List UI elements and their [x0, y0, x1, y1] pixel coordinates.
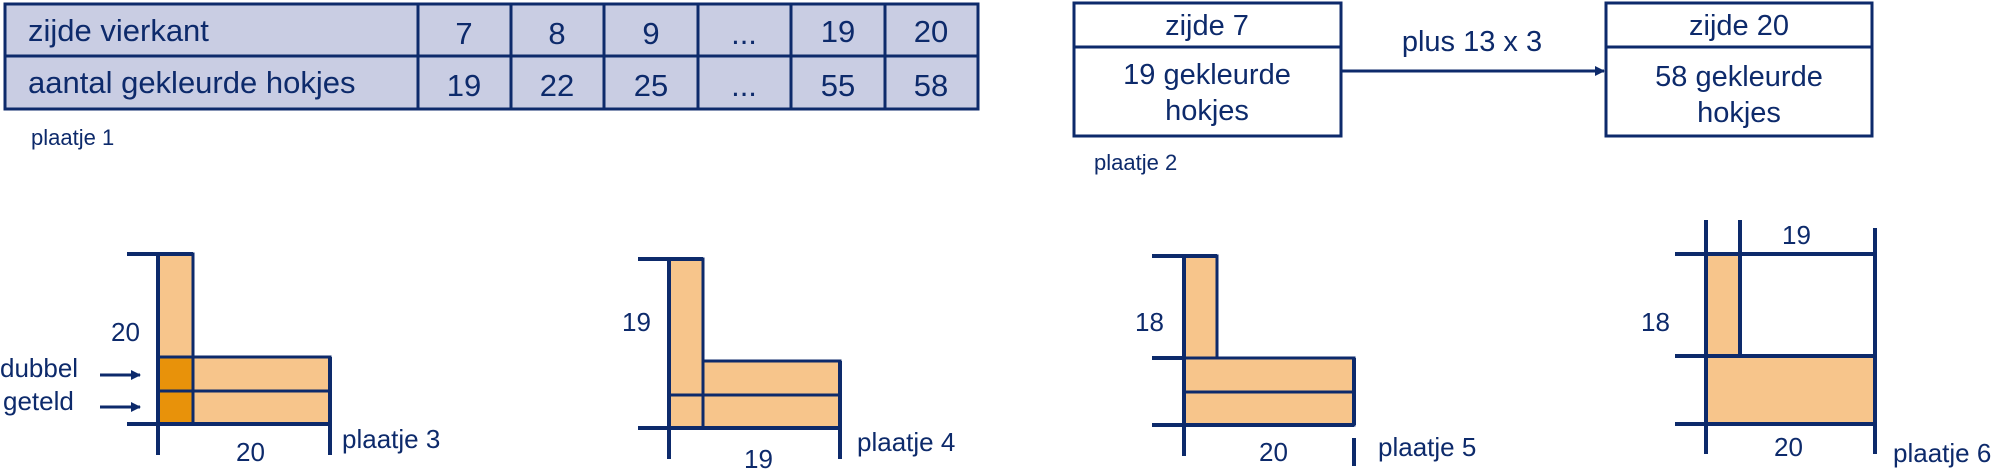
table-value: 9: [642, 16, 659, 51]
bottom-label: 19: [744, 444, 773, 471]
arrow-label: plus 13 x 3: [1402, 26, 1542, 58]
side-label: 19: [622, 307, 651, 337]
note-text: dubbel: [0, 353, 78, 383]
table-value: 8: [548, 16, 565, 51]
double-counted-cell: [156, 355, 195, 393]
caption-plaatje-1: plaatje 1: [31, 125, 114, 150]
table-row-header: zijde vierkant: [28, 13, 209, 48]
box-text: 19 gekleurde: [1123, 59, 1291, 91]
horizontal-block: [1704, 354, 1877, 426]
table-row-header: aantal gekleurde hokjes: [28, 65, 355, 100]
horizontal-strip: [701, 393, 842, 430]
vertical-strip: [1182, 254, 1219, 360]
vertical-strip: [156, 252, 195, 359]
table-cell: [416, 54, 513, 111]
caption-plaatje-3: plaatje 3: [342, 424, 440, 454]
caption-plaatje-2: plaatje 2: [1094, 150, 1177, 175]
horizontal-strip: [1182, 356, 1356, 394]
table-cell: [509, 54, 606, 111]
box-text: hokjes: [1697, 97, 1781, 129]
caption-plaatje-4: plaatje 4: [857, 427, 955, 457]
horizontal-strip: [191, 355, 332, 393]
table-value: 55: [821, 68, 855, 103]
side-label: 20: [111, 317, 140, 347]
side-label: 18: [1641, 307, 1670, 337]
box-title: zijde 7: [1165, 10, 1249, 42]
top-label: 19: [1782, 220, 1811, 250]
table-value: 19: [447, 68, 481, 103]
bottom-label: 20: [1259, 437, 1288, 467]
note-text: geteld: [3, 386, 74, 416]
vertical-strip: [667, 257, 705, 430]
table-value: 25: [634, 68, 668, 103]
table-header-cell-side: [3, 2, 420, 58]
table-cell: [883, 2, 980, 58]
table-value: 7: [455, 16, 472, 51]
box-text: hokjes: [1165, 95, 1249, 127]
table-value: 20: [914, 14, 948, 49]
table-value: ...: [731, 68, 757, 103]
figure-6: 19 18 20 plaatje 6: [1641, 220, 1991, 468]
bottom-label: 20: [236, 437, 265, 467]
table-value: ...: [731, 16, 757, 51]
horizontal-strip: [1182, 390, 1356, 427]
table-value: 19: [821, 14, 855, 49]
caption-plaatje-6: plaatje 6: [1893, 438, 1991, 468]
figure-3: 20 20 dubbel geteld plaatje 3: [0, 252, 440, 467]
figure-4: 19 19 plaatje 4: [622, 257, 955, 471]
box-side-20: [1604, 1, 1874, 138]
table-cell: [789, 54, 887, 111]
data-table: zijde vierkant aantal gekleurde hokjes 7…: [3, 2, 980, 150]
table-cell: [883, 54, 980, 111]
caption-plaatje-5: plaatje 5: [1378, 432, 1476, 462]
horizontal-strip: [701, 359, 842, 397]
horizontal-strip: [191, 389, 332, 426]
bottom-label: 20: [1774, 432, 1803, 462]
box-title: zijde 20: [1689, 10, 1789, 42]
double-counted-cell: [156, 389, 195, 426]
table-header-cell-count: [3, 54, 420, 111]
side-label: 18: [1135, 307, 1164, 337]
table-value: 58: [914, 68, 948, 103]
table-value: 22: [540, 68, 574, 103]
figure-5: 18 20 plaatje 5: [1135, 254, 1476, 467]
flow-diagram: zijde 7 19 gekleurde hokjes plus 13 x 3 …: [1072, 1, 1874, 175]
box-text: 58 gekleurde: [1655, 61, 1823, 93]
vertical-strip: [1704, 252, 1742, 358]
table-cell: [696, 54, 793, 111]
